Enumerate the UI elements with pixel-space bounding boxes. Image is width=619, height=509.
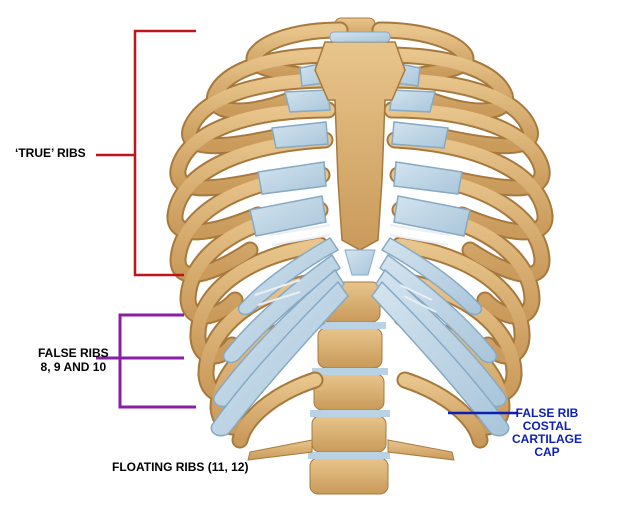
false-ribs-bracket bbox=[96, 313, 196, 409]
false-ribs-label-line2: 8, 9 AND 10 bbox=[40, 360, 107, 374]
true-ribs-label: ‘TRUE’ RIBS bbox=[15, 146, 86, 160]
cap-label-line3: CARTILAGE bbox=[512, 432, 582, 446]
floating-ribs-label: FLOATING RIBS (11, 12) bbox=[112, 460, 249, 474]
sternum bbox=[314, 31, 406, 276]
cap-label-line4: CAP bbox=[534, 445, 560, 459]
cap-label-line2: COSTAL bbox=[522, 419, 572, 433]
vertebral-column bbox=[247, 17, 455, 495]
ribs bbox=[166, 21, 554, 449]
costal-cartilages bbox=[210, 61, 510, 437]
false-ribs-label: FALSE RIBS 8, 9 AND 10 bbox=[38, 346, 109, 374]
costal-cartilage-cap-label: FALSE RIB COSTAL CARTILAGE CAP bbox=[512, 407, 582, 459]
cap-label-line1: FALSE RIB bbox=[515, 406, 579, 420]
false-ribs-label-line1: FALSE RIBS bbox=[38, 346, 109, 360]
intercostal-membranes bbox=[254, 224, 451, 313]
true-ribs-bracket bbox=[96, 29, 196, 277]
